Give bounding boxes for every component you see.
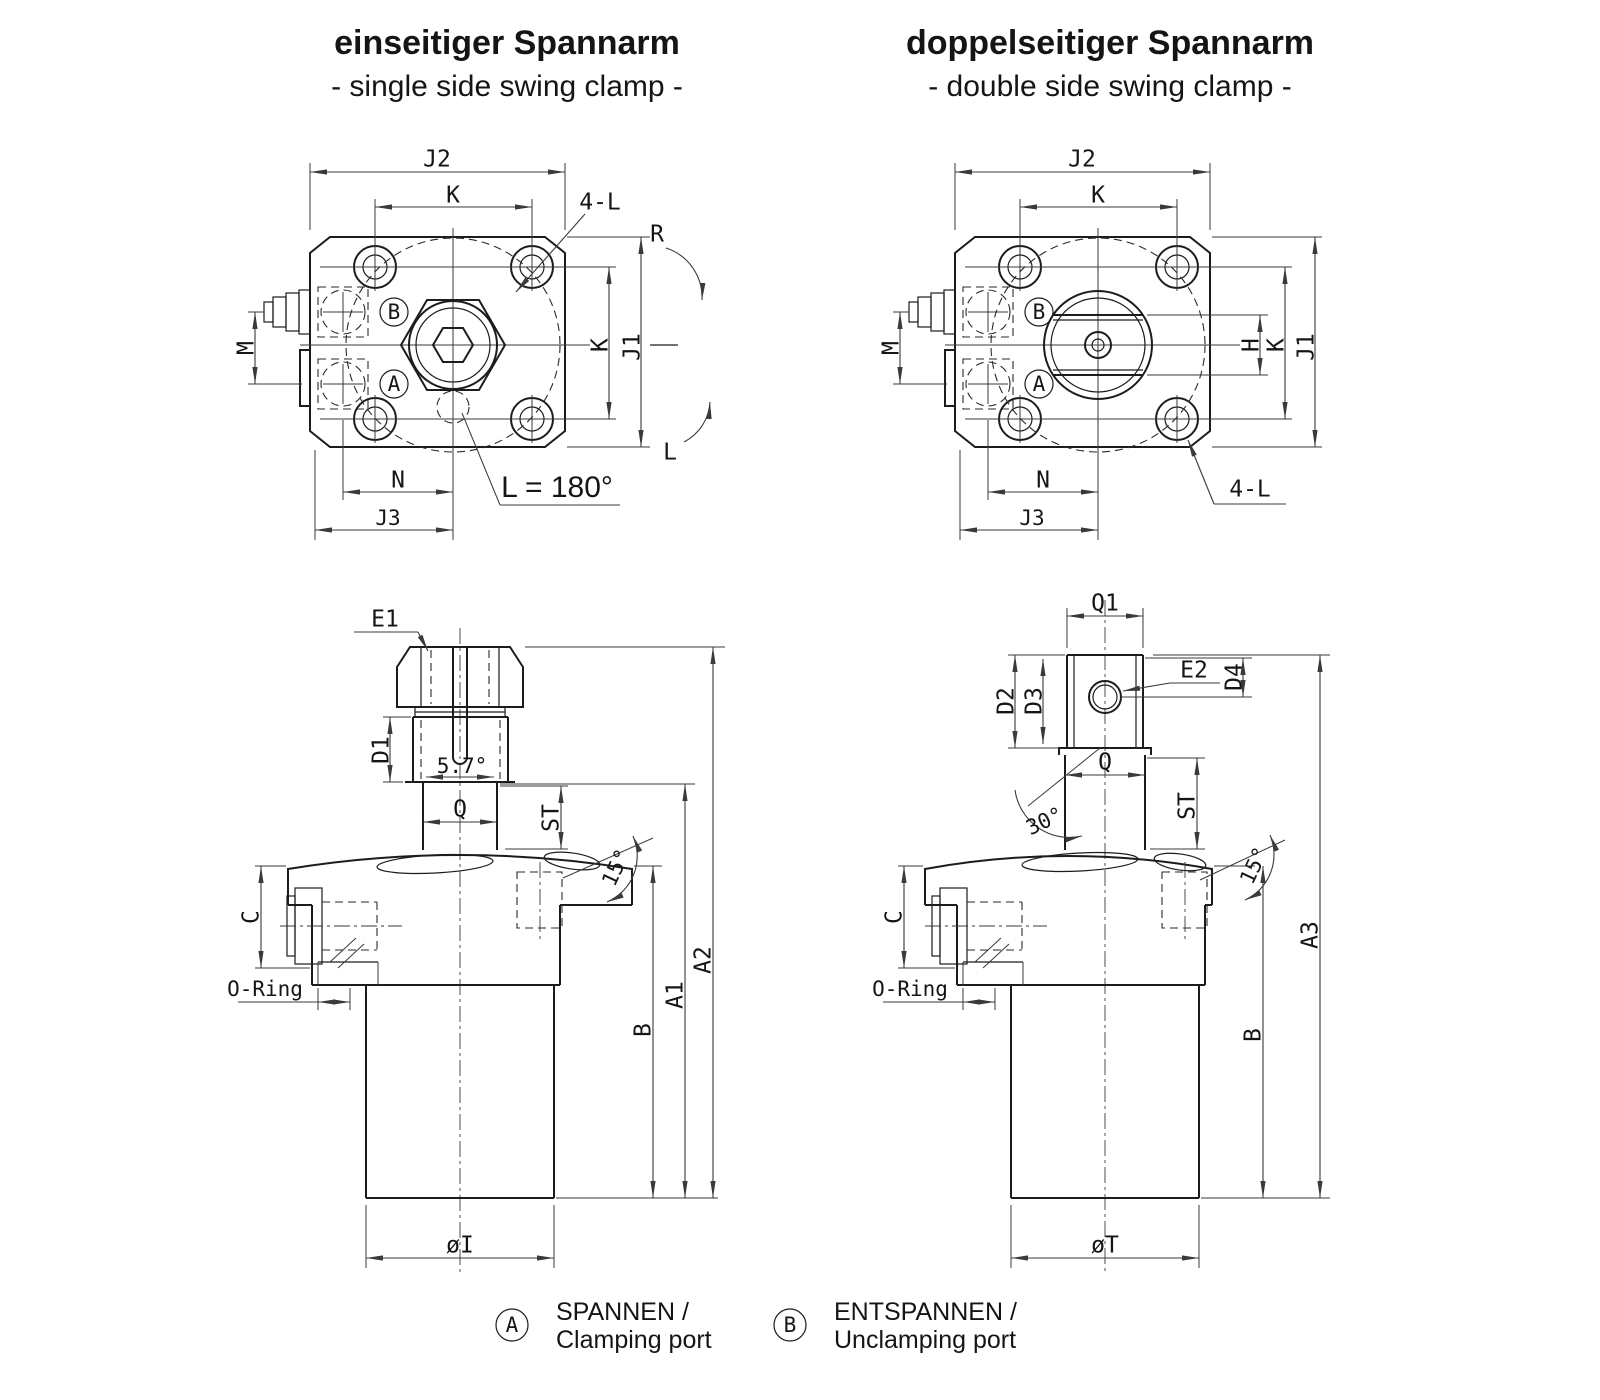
dim-q: Q [1098,750,1112,776]
side-port [925,887,1047,965]
dim-e2: E2 [1180,658,1208,684]
dim-4l: 4-L [579,190,621,216]
legend-port-a: A SPANNEN / Clamping port [495,1298,712,1354]
dim-j1: J1 [620,333,646,361]
title-left-heading: einseitiger Spannarm [334,24,680,62]
dim-b: B [631,1023,657,1037]
dim-j3: J3 [375,506,400,530]
legend: A SPANNEN / Clamping port B ENTSPANNEN /… [495,1298,1017,1354]
port-boss [299,349,310,407]
dim-k-top: K [1091,183,1105,209]
dim-o-ring: O-Ring [227,977,303,1001]
port-a-marker: A [1033,372,1046,396]
fitting [263,289,311,335]
dim-c: C [239,910,265,924]
title-left: einseitiger Spannarm - single side swing… [331,24,683,103]
dimensions-bottom-right: Q1 D2 D3 E2 D4 30° Q ST 15° [872,591,1330,1268]
dim-q1: Q1 [1091,591,1119,617]
port-a-marker: A [388,372,401,396]
dim-d4: D4 [1222,663,1248,691]
dim-h: H [1239,338,1265,352]
dim-o-ring: O-Ring [872,977,948,1001]
legend-a-symbol: A [506,1313,519,1337]
clamp-body-outline [309,236,566,448]
dim-n: N [391,468,405,494]
dim-dia-i: øI [446,1233,474,1259]
dim-j2: J2 [423,147,451,173]
dim-a3: A3 [1298,921,1324,949]
legend-a-label-de: SPANNEN / [556,1298,689,1326]
piston-shaft [422,782,498,850]
hidden-slot [1161,862,1208,942]
dim-dia-t: øT [1091,1233,1119,1259]
dim-j1: J1 [1294,333,1320,361]
dim-e1: E1 [371,607,399,633]
legend-b-label-en: Unclamping port [834,1326,1016,1354]
hex-nut-arm [396,646,524,765]
port-b-circle-icon [773,1308,807,1342]
hidden-ports [962,286,1014,410]
view-top-left-single-side-plan: B A J2 K 4-L R L K J1 [234,147,712,540]
legend-port-b: B ENTSPANNEN / Unclamping port [773,1298,1017,1354]
dim-j3: J3 [1019,506,1044,530]
dim-st: ST [539,804,565,832]
dim-5-7: 5.7° [437,754,488,778]
dim-k-side: K [1264,338,1290,352]
hidden-ports [317,286,369,410]
dim-l: L [663,440,677,466]
cylinder [365,985,555,1199]
dim-a1: A1 [663,981,689,1009]
dim-st: ST [1175,792,1201,820]
hidden-slot [516,862,563,942]
port-boss [944,349,955,407]
dim-b: B [1241,1028,1267,1042]
dimensions-bottom-left: E1 D1 5.7° Q ST 15° C O-Ring [227,607,725,1268]
dim-c: C [882,910,908,924]
dim-n: N [1036,468,1050,494]
dim-a2: A2 [691,946,717,974]
dim-k-top: K [446,183,460,209]
title-right-heading: doppelseitiger Spannarm [906,24,1314,62]
side-port [280,887,402,965]
center-hex-boss [399,299,507,424]
dim-m: M [879,341,905,355]
dim-d2: D2 [994,687,1020,715]
port-a-circle-icon [495,1308,529,1342]
dim-k-side: K [588,338,614,352]
dim-j2: J2 [1068,147,1096,173]
dim-d3: D3 [1022,687,1048,715]
view-top-right-double-side-plan: B A J2 K M H K J1 N [879,147,1322,540]
dim-q: Q [453,797,467,823]
title-right-subheading: - double side swing clamp - [928,70,1292,103]
view-bottom-left-single-side-front: E1 D1 5.7° Q ST 15° C O-Ring [227,607,725,1272]
legend-a-label-en: Clamping port [556,1326,712,1354]
port-b-marker: B [1033,300,1046,324]
flange-body [924,851,1213,986]
clamp-body-outline [954,236,1211,448]
port-centerlines [968,292,1008,404]
port-b-marker: B [388,300,401,324]
legend-b-label-de: ENTSPANNEN / [834,1298,1017,1326]
dim-30: 30° [1022,802,1067,840]
fitting [908,289,956,335]
port-markers: B A [379,297,409,399]
dim-d1: D1 [369,736,395,764]
dim-m: M [234,341,260,355]
title-left-subheading: - single side swing clamp - [331,70,683,103]
piston-shaft [1064,755,1146,850]
dim-l-angle: L = 180° [501,471,613,504]
flange-body [287,851,633,986]
title-right: doppelseitiger Spannarm - double side sw… [906,24,1314,103]
cylinder [1010,985,1200,1199]
view-bottom-right-double-side-front: Q1 D2 D3 E2 D4 30° Q ST 15° [872,591,1330,1272]
dim-4l: 4-L [1229,477,1271,503]
dimensions-top-right: J2 K M H K J1 N J3 4-L [879,147,1322,540]
legend-b-symbol: B [784,1313,797,1337]
dimensions-top-left: J2 K 4-L R L K J1 M N [234,147,712,540]
port-centerlines [323,292,363,404]
dim-r: R [650,222,664,248]
port-markers: B A [1024,297,1054,399]
center-socket [1043,290,1153,400]
